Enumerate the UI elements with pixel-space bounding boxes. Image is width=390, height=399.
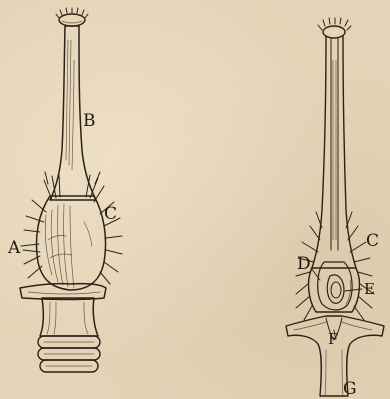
label-D: D <box>297 254 311 274</box>
label-F: F <box>328 330 338 348</box>
right-ovary-section <box>309 262 360 312</box>
label-A: A <box>7 238 21 258</box>
label-C-left: C <box>104 204 117 224</box>
right-receptacle-section <box>286 316 384 396</box>
left-figure-external-pistil: A B C <box>7 8 122 372</box>
right-style-walls <box>312 36 356 268</box>
left-receptacle <box>20 284 106 372</box>
left-stigma <box>56 8 88 26</box>
label-B: B <box>83 111 96 131</box>
label-G: G <box>343 379 357 399</box>
left-ovary <box>21 172 122 290</box>
right-figure-section-pistil: C D E F G <box>286 18 384 399</box>
label-E: E <box>364 280 375 298</box>
right-stigma <box>318 18 351 38</box>
label-C-right: C <box>366 231 379 251</box>
